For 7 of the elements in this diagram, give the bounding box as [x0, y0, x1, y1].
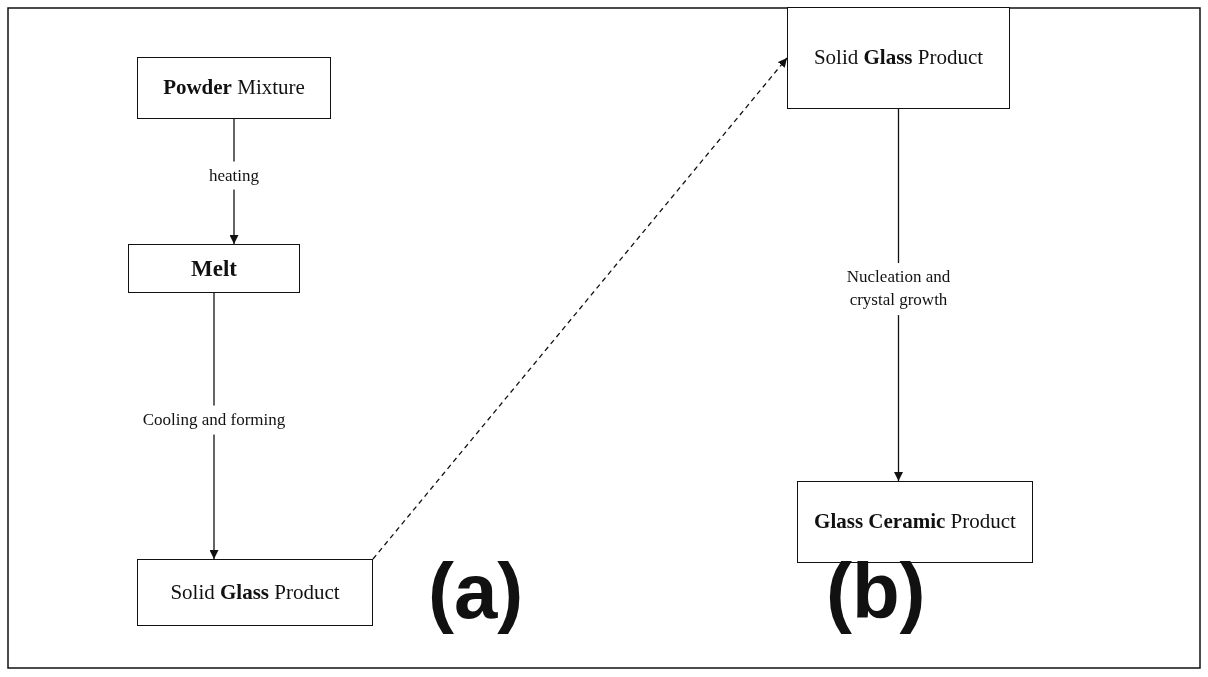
arrow: [372, 57, 788, 560]
process-box: Glass Ceramic Product: [797, 481, 1033, 563]
process-box: Solid Glass Product: [787, 7, 1010, 109]
arrow: [209, 292, 219, 560]
process-box: Powder Mixture: [137, 57, 331, 119]
process-box: Melt: [128, 244, 300, 293]
process-box: Solid Glass Product: [137, 559, 373, 626]
